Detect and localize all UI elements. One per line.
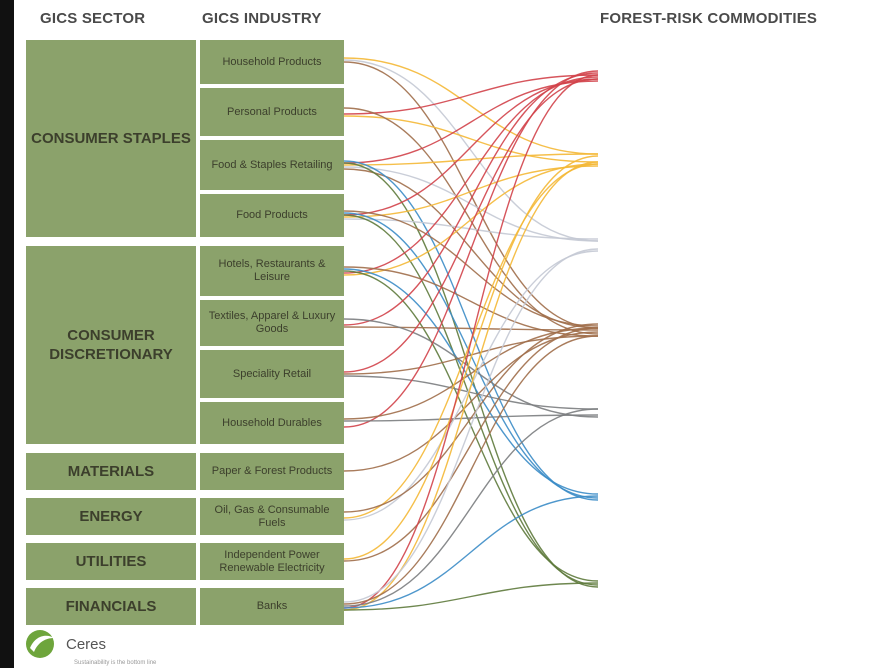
commodity-label: PALM OIL [614,149,699,170]
industry-household-durables: Household Durables [200,402,344,444]
tire-icon [793,386,851,444]
industry-commodity-link [343,153,599,166]
commodity-label: BEEF/LEATHER [614,64,751,85]
palm-tree-icon [793,131,851,189]
industry-commodity-link [343,582,599,611]
commodity-label: RUBBER [614,404,692,425]
industry-commodity-link [343,318,599,418]
sector-commodity-diagram: GICS SECTOR GICS INDUSTRY FOREST-RISK CO… [14,0,879,668]
industry-food-products: Food Products [200,194,344,237]
header-gics-industry: GICS INDUSTRY [202,10,322,27]
industry-personal-products: Personal Products [200,88,344,136]
sector-utilities: UTILITIES [26,543,196,580]
header-gics-sector: GICS SECTOR [40,10,146,27]
industry-commodity-link [343,155,599,560]
commodity-cocoa: COCOA [598,460,879,540]
logo-name: Ceres [66,635,107,653]
industry-commodity-link [343,78,599,373]
industry-commodity-link [343,326,599,331]
cow-icon [793,46,851,104]
industry-commodity-link [343,70,599,428]
industry-household-products: Household Products [200,40,344,84]
industry-commodity-link [343,408,599,607]
industry-commodity-link [343,210,599,327]
commodity-label: COCOA [614,489,681,510]
coffee-bean-icon [793,556,851,614]
industry-commodity-link [343,57,599,155]
industry-commodity-link [343,323,599,513]
industry-commodity-link [343,59,599,242]
commodity-label: COFFEE [614,574,688,595]
sector-energy: ENERGY [26,498,196,535]
industry-commodity-link [343,161,599,611]
cocoa-pod-icon [793,471,851,529]
industry-oil-gas-fuels: Oil, Gas & Consumable Fuels [200,498,344,535]
industry-hotels-restaurants-leisure: Hotels, Restaurants & Leisure [200,246,344,296]
industry-textiles-apparel-luxury: Textiles, Apparel & Luxury Goods [200,300,344,346]
header-forest-risk-commodities: FOREST-RISK COMMODITIES [600,10,818,27]
industry-commodity-link [343,375,599,410]
industry-commodity-link [343,74,599,609]
industry-commodity-link [343,248,599,603]
industry-commodity-link [343,268,599,495]
logo-tagline: Sustainability is the bottom line [74,660,157,666]
industry-commodity-link [343,163,599,276]
industry-commodity-link [343,327,599,562]
industry-paper-forest-products: Paper & Forest Products [200,453,344,490]
sector-financials: FINANCIALS [26,588,196,625]
industry-commodity-link [343,218,599,240]
industry-commodity-link [343,335,599,605]
industry-commodity-link [343,72,599,326]
industry-independent-power: Independent Power Renewable Electricity [200,543,344,580]
commodity-coffee: COFFEE [598,545,879,625]
industry-food-staples-retailing: Food & Staples Retailing [200,140,344,190]
soybean-icon [793,216,851,274]
industry-speciality-retail: Speciality Retail [200,350,344,398]
commodity-paper-timber: PAPER/TIMBER [598,290,879,370]
industry-commodity-link [343,74,599,115]
ceres-logo: Ceres Sustainability is the bottom line [24,628,156,666]
commodity-label: SOYBEANS [614,234,716,255]
industry-commodity-link [343,76,599,274]
link-lines [343,57,599,611]
sector-consumer-staples: CONSUMER STAPLES [26,40,196,237]
sector-materials: MATERIALS [26,453,196,490]
commodity-palm-oil: PALM OIL [598,120,879,200]
paper-icon [793,301,851,359]
commodity-beef-leather: BEEF/LEATHER [598,35,879,115]
industry-commodity-link [343,107,599,335]
ceres-leaf-icon [26,630,54,658]
commodity-label: PAPER/TIMBER [614,319,749,340]
industry-commodity-link [343,331,599,472]
sector-consumer-discretionary: CONSUMER DISCRETIONARY [26,246,196,444]
commodity-rubber: RUBBER [598,375,879,455]
industry-commodity-link [343,61,599,329]
commodity-soybeans: SOYBEANS [598,205,879,285]
industry-banks: Banks [200,588,344,625]
industry-commodity-link [343,495,599,609]
